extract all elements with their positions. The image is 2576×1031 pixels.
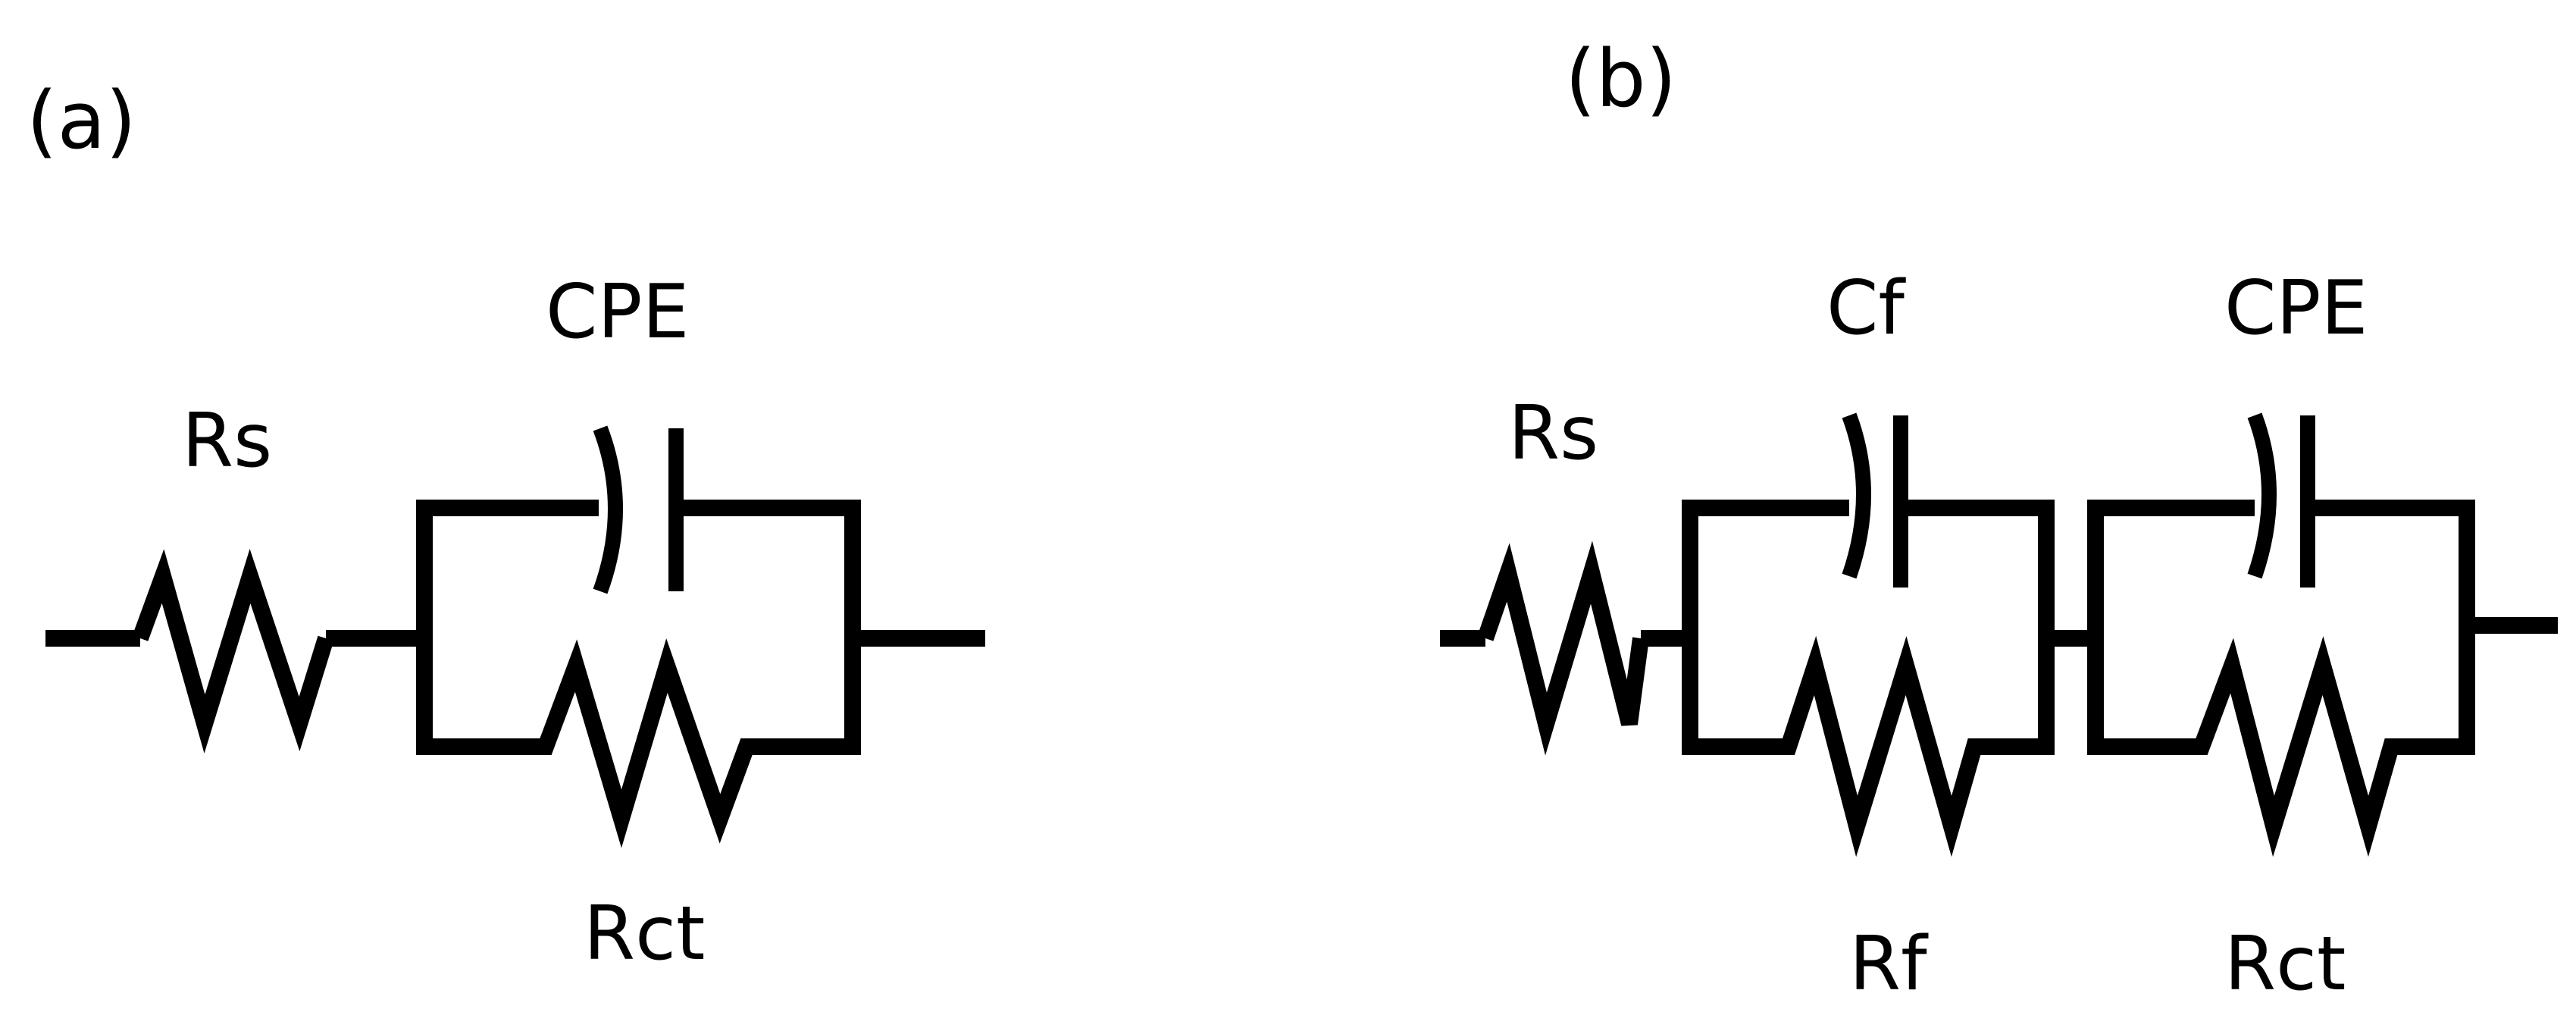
panel-b-label: (b)	[1565, 33, 1676, 125]
panel-a-cpe-label: CPE	[546, 269, 689, 356]
panel-a-rct-label: Rct	[584, 891, 705, 977]
panel-b-rct-resistor	[2087, 636, 2467, 857]
panel-b-rs-resistor	[1477, 541, 1649, 756]
panel-b-cpe-arc	[2247, 412, 2277, 579]
panel-a: (a) Rs CPE Rct	[27, 74, 985, 977]
panel-b-rf-resistor	[1682, 635, 2046, 857]
panel-a-rs-label: Rs	[182, 398, 272, 484]
panel-a-rs-resistor	[132, 548, 334, 754]
panel-a-label: (a)	[27, 74, 136, 167]
panel-a-rct-resistor	[416, 638, 853, 848]
panel-b-rs-label: Rs	[1508, 390, 1598, 477]
panel-b-rf-label: Rf	[1849, 921, 1929, 1007]
panel-a-cpe-arc	[593, 425, 623, 594]
panel-b-cf-arc	[1842, 412, 1871, 579]
panel-b-cpe-label: CPE	[2224, 265, 2368, 352]
panel-b-rct-label: Rct	[2224, 921, 2346, 1007]
panel-b: (b) Rs Cf CPE Rf Rct	[1440, 33, 2558, 1007]
panel-b-cf-label: Cf	[1826, 265, 1906, 352]
